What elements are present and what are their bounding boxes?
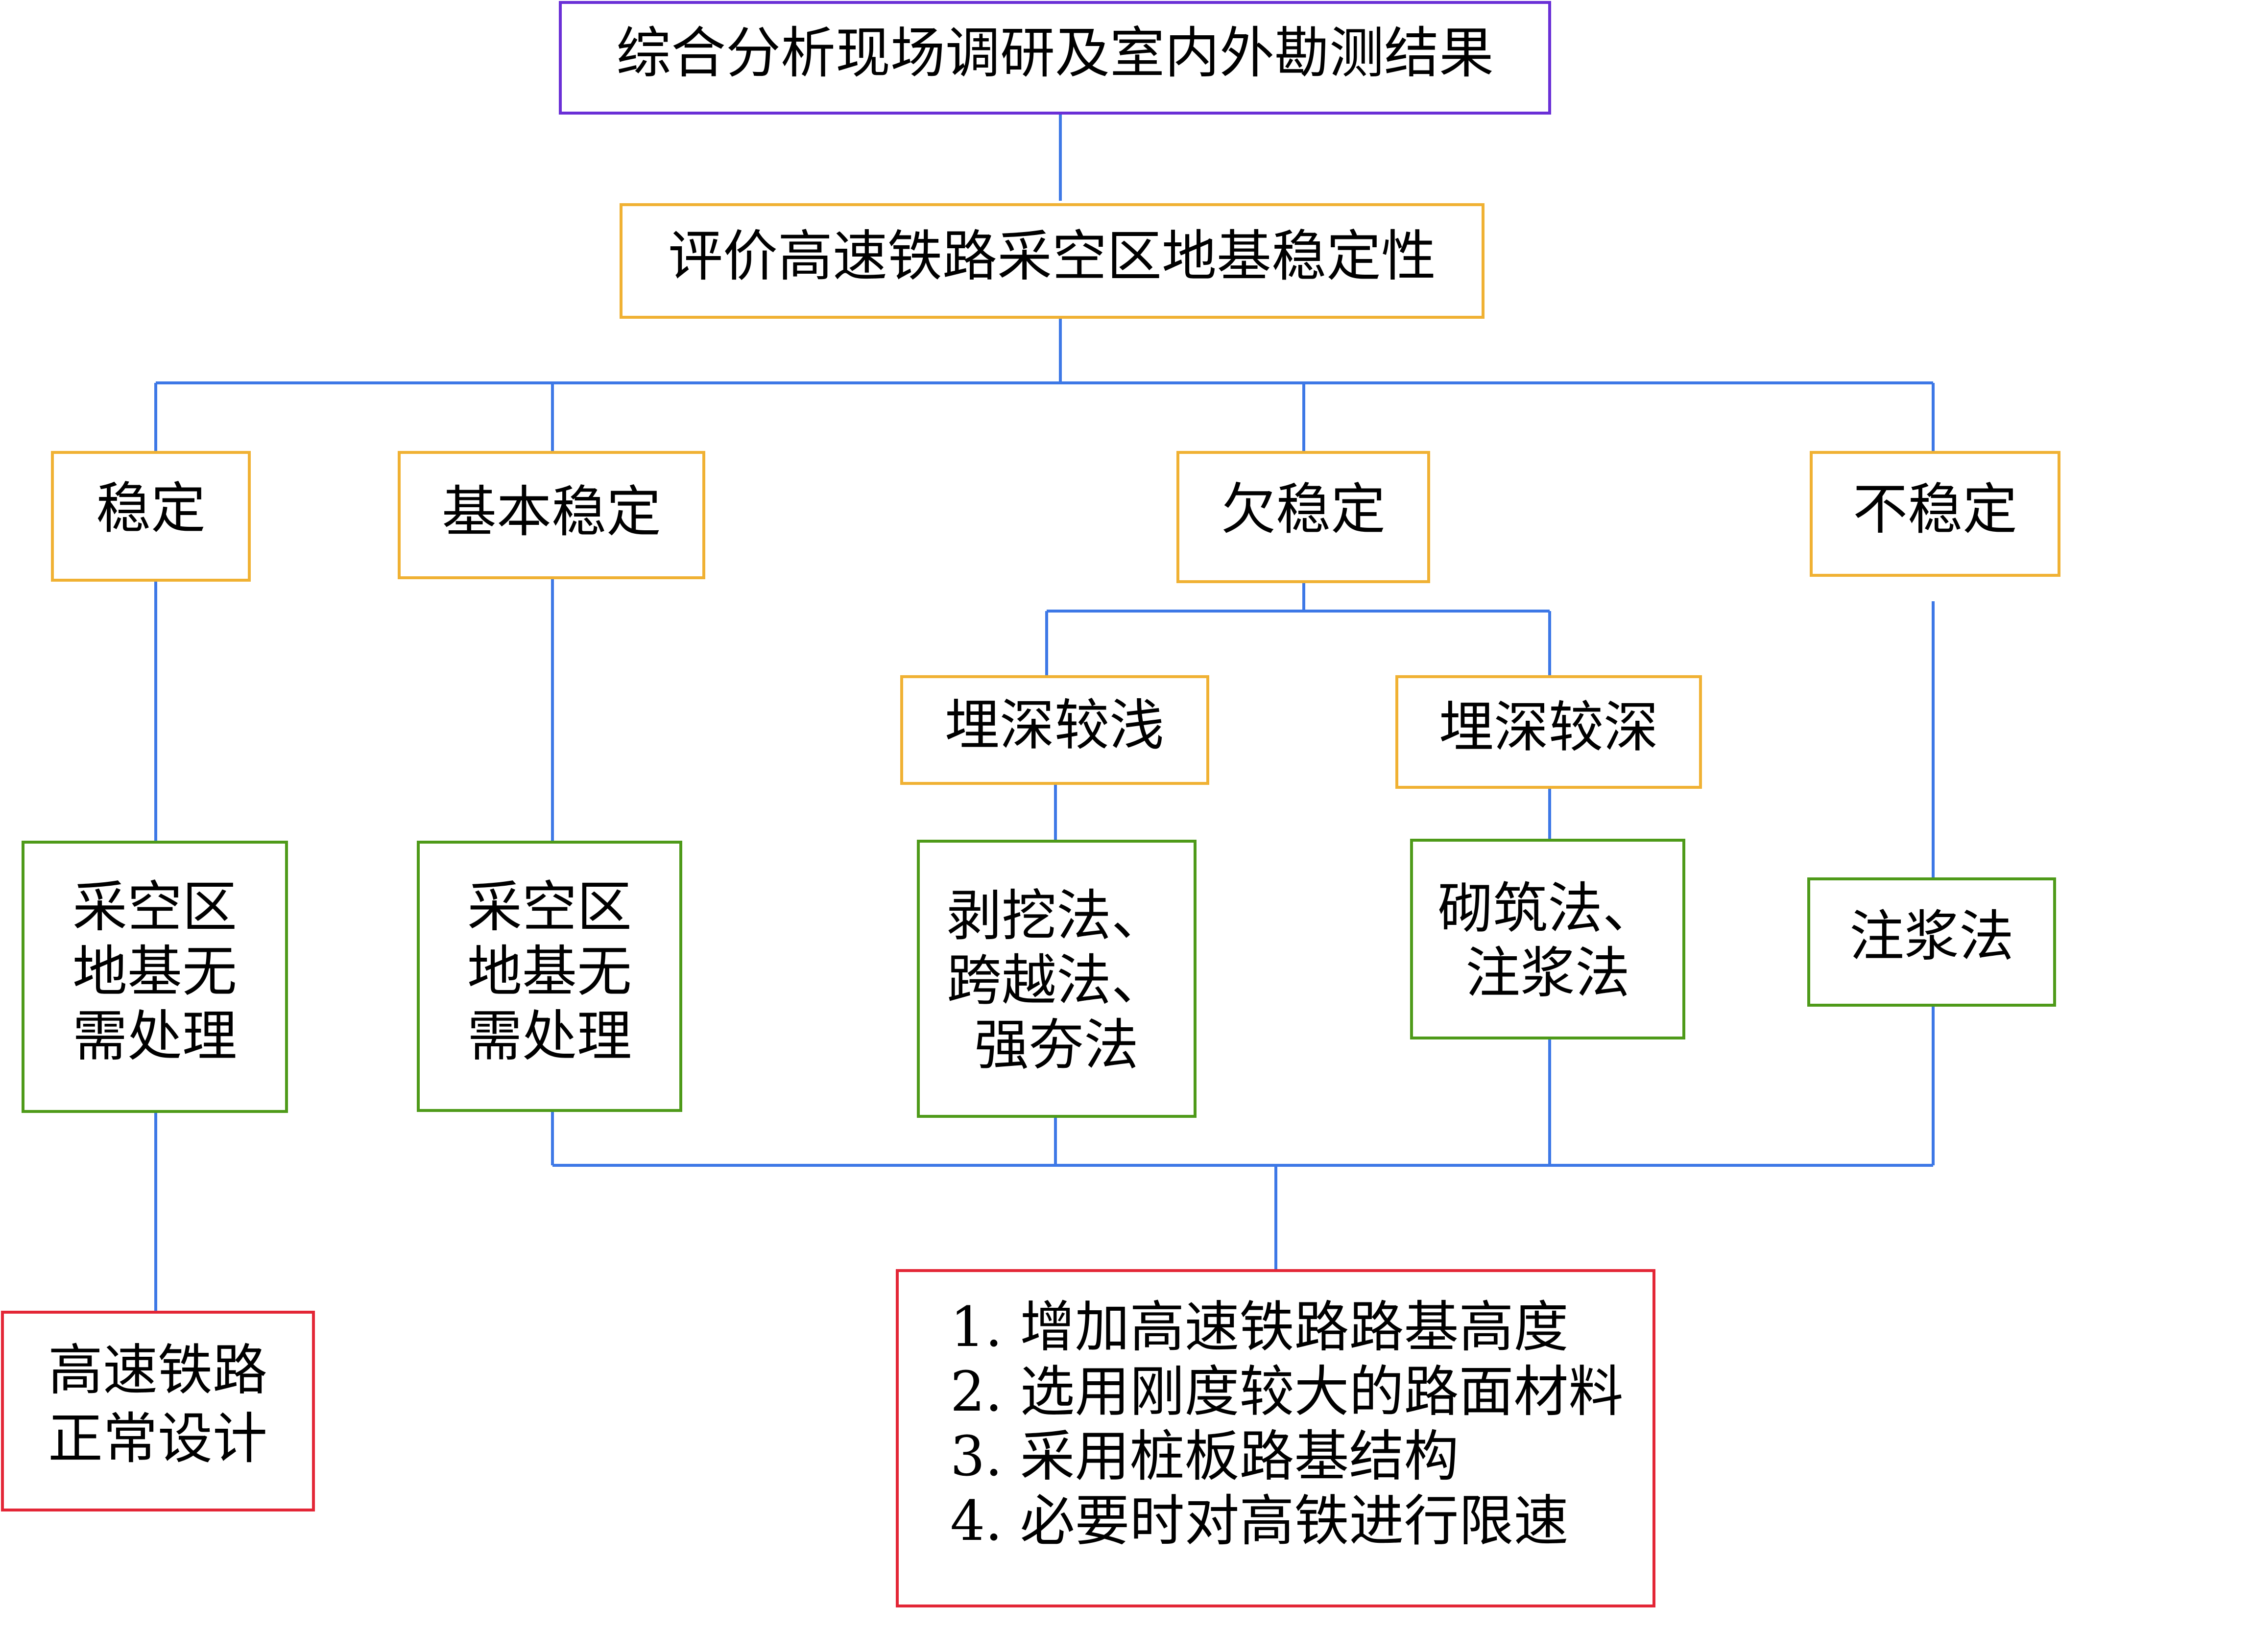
no-treat-1-line: 地基无 xyxy=(72,940,237,1004)
methods-shallow-line: 剥挖法、 xyxy=(947,884,1166,948)
evaluate-text: 评价高速铁路采空区地基稳定性 xyxy=(668,225,1436,288)
unstable-text: 不稳定 xyxy=(1853,478,2017,542)
unstable-line: 不稳定 xyxy=(1853,478,2017,542)
methods-deep-box xyxy=(1410,839,1685,1039)
no-treat-1-line: 需处理 xyxy=(72,1005,237,1068)
stable-box xyxy=(51,451,251,582)
stable-line: 稳定 xyxy=(96,477,206,541)
summary-line: 综合分析现场调研及室内外勘测结果 xyxy=(616,22,1494,85)
under-stable-box xyxy=(1176,451,1430,583)
methods-shallow-box xyxy=(917,840,1197,1118)
measures-line: 4. 必要时对高铁进行限速 xyxy=(950,1489,1568,1553)
methods-shallow-text: 剥挖法、跨越法、强夯法 xyxy=(947,884,1166,1077)
measures-line: 3. 采用桩板路基结构 xyxy=(950,1425,1459,1488)
connectors xyxy=(154,113,1935,1312)
summary-text: 综合分析现场调研及室内外勘测结果 xyxy=(616,22,1494,85)
no-treat-box-1 xyxy=(22,841,288,1113)
unstable-box xyxy=(1810,451,2060,577)
grout-text: 注浆法 xyxy=(1849,905,2014,968)
measures-box xyxy=(896,1269,1655,1607)
shallow-box xyxy=(900,675,1209,785)
basic-stable-text: 基本稳定 xyxy=(442,480,661,544)
shallow-text: 埋深较浅 xyxy=(945,694,1164,757)
under-stable-line: 欠稳定 xyxy=(1221,478,1386,542)
methods-deep-text: 砌筑法、注浆法 xyxy=(1438,877,1657,1005)
methods-shallow-line: 强夯法 xyxy=(974,1014,1139,1077)
stable-text: 稳定 xyxy=(96,477,206,541)
no-treat-box-2 xyxy=(417,841,682,1112)
no-treat-2-line: 地基无 xyxy=(467,940,632,1004)
normal-design-text: 高速铁路正常设计 xyxy=(48,1339,267,1471)
deep-box xyxy=(1395,675,1702,789)
normal-design-box xyxy=(1,1311,315,1511)
deep-text: 埋深较深 xyxy=(1439,696,1658,759)
no-treat-2-line: 需处理 xyxy=(467,1005,632,1068)
normal-design-line: 正常设计 xyxy=(48,1407,267,1471)
grout-box xyxy=(1807,877,2056,1007)
no-treat-text-1: 采空区地基无需处理 xyxy=(72,875,237,1068)
shallow-line: 埋深较浅 xyxy=(945,694,1164,757)
deep-line: 埋深较深 xyxy=(1439,696,1658,759)
methods-shallow-line: 跨越法、 xyxy=(947,949,1166,1013)
methods-deep-line: 砌筑法、 xyxy=(1438,877,1657,941)
summary-box xyxy=(559,1,1551,115)
basic-stable-box xyxy=(398,451,705,579)
no-treat-1-line: 采空区 xyxy=(72,875,237,939)
evaluate-box xyxy=(620,203,1485,319)
no-treat-2-line: 采空区 xyxy=(467,875,632,939)
methods-deep-line: 注浆法 xyxy=(1465,942,1630,1005)
measures-line: 1. 增加高速铁路路基高度 xyxy=(950,1296,1568,1359)
basic-stable-line: 基本稳定 xyxy=(442,480,661,544)
measures-line: 2. 选用刚度较大的路面材料 xyxy=(950,1360,1623,1424)
under-stable-text: 欠稳定 xyxy=(1221,478,1386,542)
no-treat-text-2: 采空区地基无需处理 xyxy=(467,875,632,1068)
evaluate-line: 评价高速铁路采空区地基稳定性 xyxy=(668,225,1436,288)
normal-design-line: 高速铁路 xyxy=(48,1339,267,1402)
method-grout-line: 注浆法 xyxy=(1849,905,2014,968)
